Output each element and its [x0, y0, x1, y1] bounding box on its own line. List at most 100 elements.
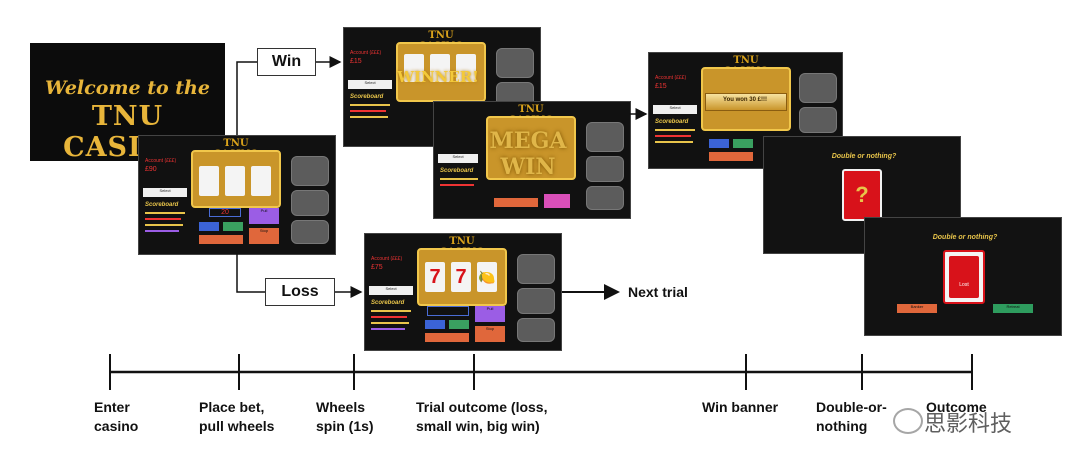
score-row [371, 310, 411, 312]
account-label: Account (£££) [655, 75, 687, 81]
timeline-label-enter: Enter casino [94, 399, 139, 434]
win-banner-text: You won 30 £!!! [723, 97, 767, 103]
score-row [371, 316, 407, 318]
outcome-card: Lost [943, 250, 985, 304]
outcome-card-label: Lost [959, 282, 969, 288]
ghost-machine-icon [291, 156, 329, 186]
score-row [145, 218, 181, 220]
stop-button[interactable]: Stop [475, 326, 505, 342]
score-row [440, 184, 474, 186]
bet-display [427, 306, 469, 316]
ghost-machine-icon [517, 288, 555, 314]
confirm-bet-button[interactable] [199, 235, 243, 244]
slot-machine [191, 150, 281, 208]
next-trial-label: Next trial [628, 284, 688, 300]
ghost-machine-icon [586, 122, 624, 152]
select-button[interactable]: Select [143, 188, 187, 197]
reel-3 [456, 54, 476, 82]
watermark-text: 思影科技 [924, 412, 1013, 437]
slot-machine [486, 116, 576, 180]
pull-button[interactable]: Pull [475, 306, 505, 322]
score-row [145, 230, 179, 232]
slot-machine: 7 7 🍋 [417, 248, 507, 306]
double-title: Double or nothing? [932, 234, 998, 241]
loss-branch-line [236, 253, 265, 293]
bet-down-button[interactable] [709, 139, 729, 148]
score-row [350, 110, 386, 112]
bet-display: 20 [209, 208, 241, 217]
account-label: Account (£££) [371, 256, 403, 262]
scoreboard-title: Scoreboard [440, 168, 474, 174]
watermark-logo-icon [893, 408, 923, 434]
scoreboard-title: Scoreboard [655, 119, 689, 125]
reel-1 [404, 54, 424, 82]
account-value: £15 [655, 83, 667, 90]
banker-button[interactable]: Banker [897, 304, 937, 313]
scoreboard-title: Scoreboard [145, 202, 179, 208]
double-title: Double or nothing? [831, 153, 897, 160]
bet-up-button[interactable] [223, 222, 243, 231]
select-button[interactable]: Select [653, 105, 697, 114]
account-value: £15 [350, 58, 362, 65]
score-row [655, 141, 693, 143]
select-button[interactable]: Select [348, 80, 392, 89]
ghost-machine-icon [291, 220, 329, 244]
scoreboard-title: Scoreboard [371, 300, 405, 306]
mystery-card[interactable]: ? [842, 169, 882, 221]
slot-screen-bet: TNU CASINO Account (£££) £90 Select Scor… [138, 135, 336, 255]
account-value: £75 [371, 264, 383, 271]
timeline-label-double: Double-or- nothing [816, 399, 887, 434]
reel-2 [225, 166, 245, 196]
bet-up-button[interactable] [449, 320, 469, 329]
question-mark-icon: ? [855, 182, 869, 207]
ghost-machine-icon [586, 156, 624, 182]
bet-down-button[interactable] [425, 320, 445, 329]
confirm-bet-button[interactable] [709, 152, 753, 161]
timeline-label-outcome: Trial outcome (loss, small win, big win) [416, 399, 548, 434]
score-row [371, 322, 409, 324]
retreat-button[interactable]: Retreat [993, 304, 1033, 313]
timeline-label-banner: Win banner [702, 399, 779, 415]
welcome-line1: Welcome to the [45, 77, 210, 99]
mega-win-line1: MEGA [489, 128, 567, 154]
confirm-bet-button[interactable] [425, 333, 469, 342]
timeline-label-spin: Wheels spin (1s) [316, 399, 374, 434]
score-row [655, 135, 691, 137]
pull-button[interactable] [544, 194, 570, 208]
select-button[interactable]: Select [369, 286, 413, 295]
score-row [145, 212, 185, 214]
ghost-machine-icon [291, 190, 329, 216]
score-row [350, 116, 388, 118]
ghost-machine-icon [799, 107, 837, 133]
ghost-machine-icon [799, 73, 837, 103]
timeline-label-final: Outcome [926, 399, 987, 415]
pull-button[interactable]: Pull [249, 208, 279, 224]
bet-up-button[interactable] [733, 139, 753, 148]
ghost-machine-icon [496, 48, 534, 78]
reel-3: 🍋 [477, 262, 497, 292]
outcome-card-face [949, 256, 979, 298]
select-button[interactable]: Select [438, 154, 478, 163]
bet-down-button[interactable] [199, 222, 219, 231]
ghost-machine-icon [517, 318, 555, 342]
slot-screen-loss: TNU CASINO 7 7 🍋 Account (£££) £75 Selec… [364, 233, 562, 351]
mega-win-line2: WIN [500, 154, 556, 180]
account-label: Account (£££) [350, 50, 382, 56]
slot-screen-mega-win: TNU CASINO MEGA WIN Select Scoreboard [433, 101, 631, 219]
score-row [350, 104, 390, 106]
stop-button[interactable]: Stop [249, 228, 279, 244]
score-row [655, 129, 695, 131]
reel-3 [251, 166, 271, 196]
slot-machine [396, 42, 486, 102]
score-row [440, 178, 478, 180]
score-row [371, 328, 405, 330]
win-banner-ribbon [705, 93, 787, 111]
ghost-machine-icon [586, 186, 624, 210]
confirm-bet-button[interactable] [494, 198, 538, 207]
reel-1: 7 [425, 262, 445, 292]
timeline-label-bet: Place bet, pull wheels [199, 399, 275, 434]
win-branch-line [236, 61, 258, 135]
account-label: Account (£££) [145, 158, 177, 164]
account-value: £90 [145, 166, 157, 173]
